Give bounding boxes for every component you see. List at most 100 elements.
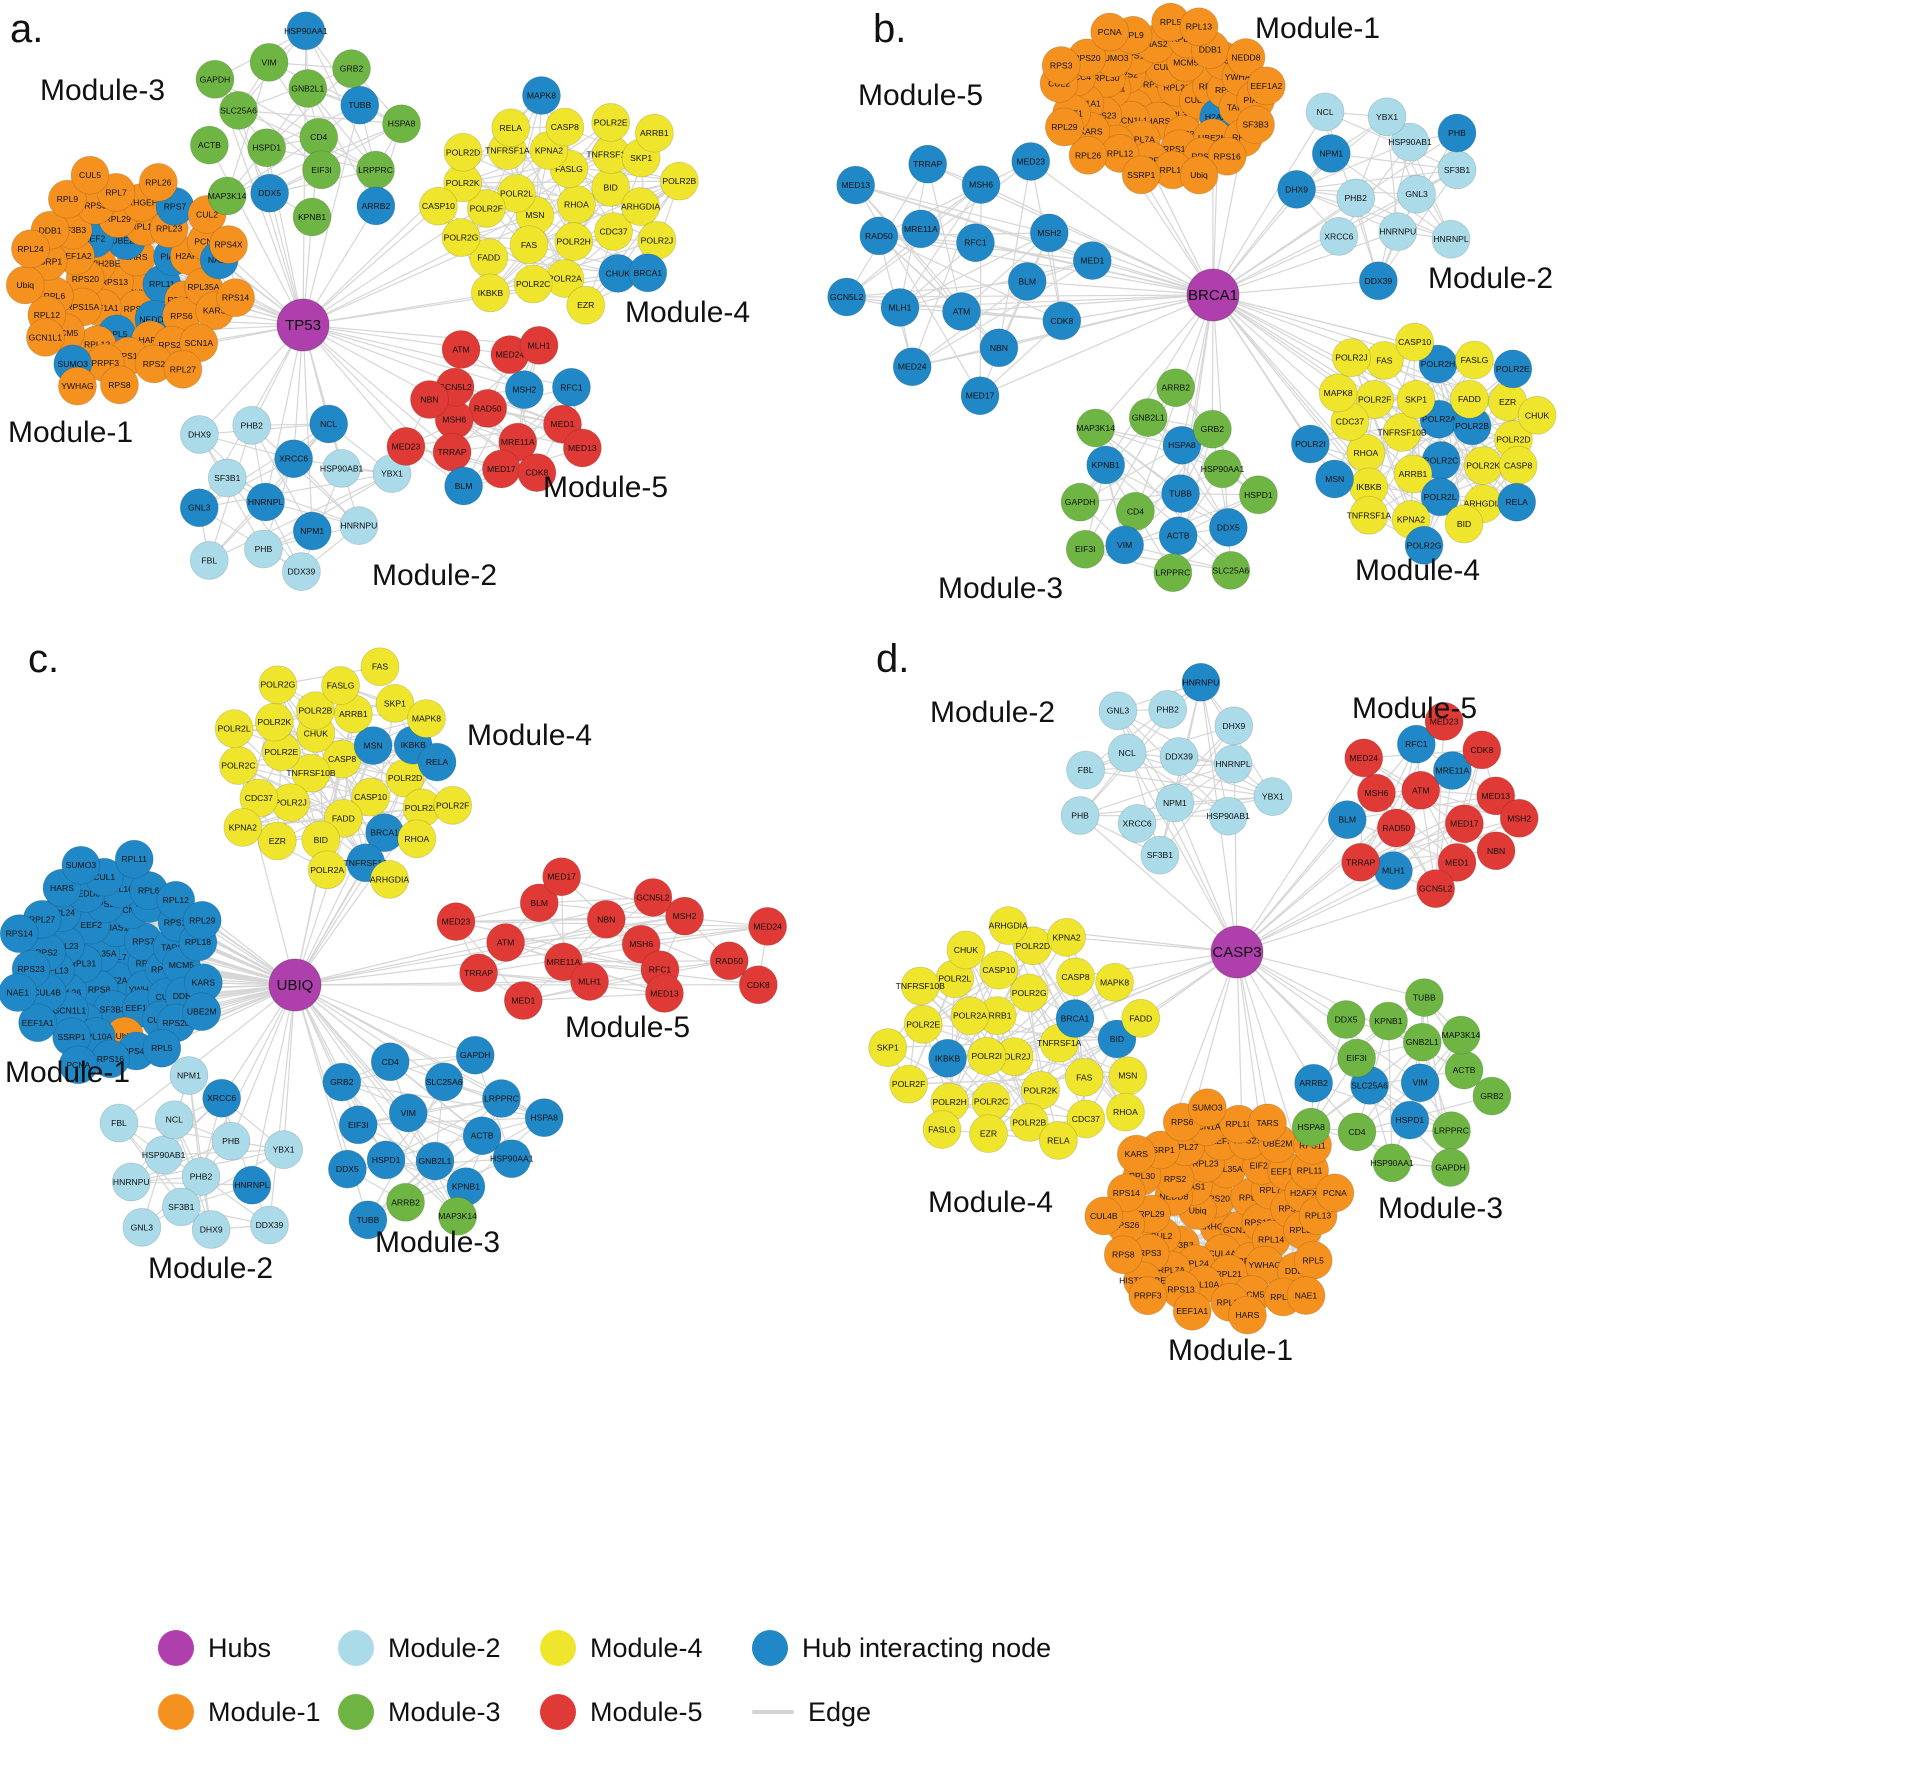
node-SSRP1[interactable] bbox=[1121, 155, 1161, 195]
node-PHB[interactable] bbox=[244, 529, 283, 569]
node-BRCA1[interactable] bbox=[1055, 999, 1095, 1038]
node-MED23[interactable] bbox=[386, 427, 426, 466]
node-TRRAP[interactable] bbox=[459, 953, 499, 993]
node-SLC25A6[interactable] bbox=[219, 90, 258, 130]
node-RPL11[interactable] bbox=[114, 839, 154, 879]
node-IKBKB[interactable] bbox=[928, 1038, 967, 1078]
node-SUMO3[interactable] bbox=[61, 845, 101, 885]
node-GNL3[interactable] bbox=[179, 488, 219, 528]
node-BRCA1[interactable] bbox=[628, 253, 668, 293]
node-GCN5L2[interactable] bbox=[633, 878, 673, 917]
node-MED17[interactable] bbox=[1444, 804, 1484, 844]
node-MSN[interactable] bbox=[353, 726, 393, 765]
node-HNRNPU[interactable] bbox=[1181, 662, 1221, 702]
node-SKP1[interactable] bbox=[868, 1028, 908, 1068]
node-SF3B1[interactable] bbox=[207, 458, 247, 498]
node-MAPK8[interactable] bbox=[1095, 962, 1134, 1002]
hub-UBIQ[interactable] bbox=[268, 958, 322, 1012]
node-POLR2F[interactable] bbox=[433, 785, 473, 825]
node-SKP1[interactable] bbox=[1396, 379, 1436, 419]
node-PHB[interactable] bbox=[1437, 113, 1477, 153]
node-GNL3[interactable] bbox=[1098, 691, 1138, 731]
node-MED23[interactable] bbox=[1011, 142, 1051, 181]
node-RPL27[interactable] bbox=[163, 349, 203, 389]
node-VIM[interactable] bbox=[1105, 525, 1145, 565]
node-TNFRSF10B[interactable] bbox=[1382, 412, 1422, 452]
node-DHX9[interactable] bbox=[1277, 169, 1317, 209]
node-MED23[interactable] bbox=[1424, 702, 1464, 741]
node-GAPDH[interactable] bbox=[455, 1035, 495, 1075]
node-NCL[interactable] bbox=[309, 404, 349, 444]
node-VIM[interactable] bbox=[1400, 1063, 1440, 1103]
node-ARHGDIA[interactable] bbox=[988, 906, 1028, 946]
node-RFC1[interactable] bbox=[552, 367, 591, 407]
node-YBX1[interactable] bbox=[1367, 97, 1407, 137]
node-CDK8[interactable] bbox=[738, 965, 778, 1005]
node-BLM[interactable] bbox=[1327, 800, 1367, 840]
node-RPS8[interactable] bbox=[1103, 1235, 1143, 1275]
node-SF3B1[interactable] bbox=[161, 1187, 201, 1227]
node-VIM[interactable] bbox=[249, 42, 289, 82]
node-POLR2G[interactable] bbox=[441, 218, 481, 257]
node-YWHAG[interactable] bbox=[58, 366, 97, 406]
node-BLM[interactable] bbox=[444, 466, 484, 506]
node-SUMO3[interactable] bbox=[1187, 1088, 1227, 1128]
node-HSPA8[interactable] bbox=[382, 104, 421, 144]
node-GRB2[interactable] bbox=[332, 49, 371, 89]
node-FADD[interactable] bbox=[1450, 379, 1489, 419]
node-LRPPRC[interactable] bbox=[482, 1079, 521, 1118]
node-EEF1A1[interactable] bbox=[18, 1003, 58, 1043]
node-MAP3K14[interactable] bbox=[438, 1196, 477, 1236]
node-MRE11A[interactable] bbox=[901, 209, 941, 249]
node-MSH6[interactable] bbox=[961, 165, 1001, 204]
node-ATM[interactable] bbox=[942, 292, 981, 331]
node-CASP8[interactable] bbox=[1056, 957, 1095, 997]
node-SF3B3[interactable] bbox=[1236, 105, 1275, 145]
node-DHX9[interactable] bbox=[191, 1210, 231, 1249]
node-MRE11A[interactable] bbox=[1433, 751, 1472, 790]
node-RAD50[interactable] bbox=[709, 941, 749, 981]
node-MAP3K14[interactable] bbox=[207, 176, 247, 216]
node-CDK8[interactable] bbox=[1042, 301, 1082, 341]
node-PHB[interactable] bbox=[1060, 796, 1100, 835]
node-RELA[interactable] bbox=[1039, 1120, 1078, 1160]
node-TNFRSF10B[interactable] bbox=[291, 753, 331, 793]
node-GRB2[interactable] bbox=[1472, 1076, 1512, 1116]
node-GAPDH[interactable] bbox=[1060, 482, 1100, 522]
node-PCNA[interactable] bbox=[1090, 12, 1130, 52]
node-MLH1[interactable] bbox=[880, 288, 920, 327]
node-MSN[interactable] bbox=[1315, 459, 1355, 499]
node-NCL[interactable] bbox=[154, 1100, 194, 1140]
node-POLR2F[interactable] bbox=[466, 189, 506, 228]
node-NCL[interactable] bbox=[1107, 733, 1147, 773]
node-POLR2B[interactable] bbox=[1009, 1103, 1049, 1142]
node-MAPK8[interactable] bbox=[522, 76, 561, 115]
node-ARRB2[interactable] bbox=[1294, 1063, 1334, 1103]
node-RPL26[interactable] bbox=[1068, 135, 1108, 175]
node-GAPDH[interactable] bbox=[195, 59, 235, 99]
node-HSP90AB1[interactable] bbox=[1208, 796, 1248, 836]
node-HSP90AA1[interactable] bbox=[1203, 449, 1242, 489]
node-CD4[interactable] bbox=[370, 1042, 410, 1082]
node-HNRNPU[interactable] bbox=[339, 506, 379, 545]
node-BID[interactable] bbox=[1444, 504, 1484, 544]
node-PHB2[interactable] bbox=[1336, 178, 1376, 218]
node-MED1[interactable] bbox=[1437, 843, 1477, 882]
node-GNB2L1[interactable] bbox=[415, 1141, 455, 1181]
node-MED23[interactable] bbox=[436, 902, 476, 942]
node-XRCC6[interactable] bbox=[202, 1078, 242, 1118]
node-ATM[interactable] bbox=[486, 923, 525, 962]
node-HSPA8[interactable] bbox=[1162, 425, 1202, 465]
node-RFC1[interactable] bbox=[956, 223, 995, 263]
node-KARS[interactable] bbox=[1116, 1134, 1156, 1174]
node-XRCC6[interactable] bbox=[1117, 804, 1157, 843]
node-CHUK[interactable] bbox=[946, 930, 986, 970]
node-ARRB2[interactable] bbox=[1156, 368, 1196, 408]
node-HARS[interactable] bbox=[1228, 1295, 1267, 1335]
node-MAPK8[interactable] bbox=[407, 699, 446, 738]
node-RPL9[interactable] bbox=[47, 179, 87, 219]
node-RHOA[interactable] bbox=[1106, 1092, 1145, 1132]
node-NBN[interactable] bbox=[586, 899, 626, 939]
node-MSH2[interactable] bbox=[1029, 213, 1069, 253]
node-CASP10[interactable] bbox=[418, 186, 458, 226]
